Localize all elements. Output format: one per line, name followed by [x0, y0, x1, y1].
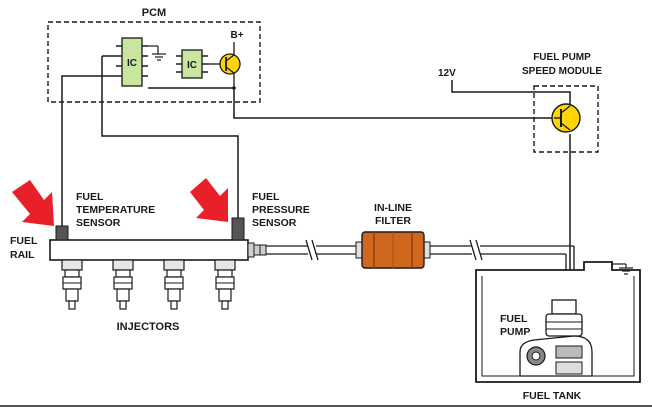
pcm-ground-icon — [148, 45, 166, 61]
pcm-transistor-icon — [208, 42, 241, 90]
fuel-tank-label: FUEL TANK — [523, 390, 582, 402]
rail-label-2: RAIL — [10, 249, 35, 261]
temperature-sensor-icon — [55, 225, 69, 241]
fuel-pump-speed-module: FUEL PUMP SPEED MODULE — [522, 52, 602, 153]
in-line-filter-icon — [355, 231, 431, 269]
tank-ground-icon — [612, 263, 633, 275]
injectors — [61, 259, 236, 310]
labels: FUEL TEMPERATURE SENSOR FUEL PRESSURE SE… — [10, 191, 582, 402]
pcm-module: PCM IC — [47, 7, 261, 103]
filter-label-1: IN-LINE — [374, 202, 412, 214]
pressure-sensor-label-2: PRESSURE — [252, 204, 310, 216]
temperature-sensor-arrow-icon — [12, 180, 54, 226]
pressure-sensor-arrow-icon — [190, 178, 228, 222]
pressure-sensor-label-1: FUEL — [252, 191, 280, 203]
injectors-label: INJECTORS — [117, 321, 180, 333]
voltage-12v-label: 12V — [438, 68, 456, 79]
pressure-sensor-icon — [231, 217, 245, 241]
fuel-rail — [49, 217, 267, 261]
pump-label-2: PUMP — [500, 326, 530, 338]
fuel-pump-icon — [519, 299, 593, 377]
injector-icon — [214, 259, 236, 310]
ic-chip-right: IC — [176, 49, 208, 79]
injector-icon — [112, 259, 134, 310]
injector-icon — [163, 259, 185, 310]
module-transistor-icon — [551, 103, 581, 133]
pcm-boundary — [47, 21, 261, 103]
pump-module-label-2: SPEED MODULE — [522, 66, 602, 77]
filter-label-2: FILTER — [375, 215, 411, 227]
rail-label-1: FUEL — [10, 235, 38, 247]
wiring — [61, 55, 571, 300]
pump-module-label-1: FUEL PUMP — [533, 52, 591, 63]
temp-sensor-label-2: TEMPERATURE — [76, 204, 155, 216]
ic-left-label: IC — [127, 58, 137, 69]
temp-sensor-label-3: SENSOR — [76, 217, 121, 229]
pressure-sensor-label-3: SENSOR — [252, 217, 297, 229]
ic-right-label: IC — [187, 60, 197, 71]
temp-sensor-label-1: FUEL — [76, 191, 104, 203]
pump-label-1: FUEL — [500, 313, 528, 325]
pcm-label: PCM — [142, 7, 166, 19]
injector-icon — [61, 259, 83, 310]
b-plus-label: B+ — [230, 30, 243, 41]
ic-chip-left: IC — [116, 37, 148, 87]
